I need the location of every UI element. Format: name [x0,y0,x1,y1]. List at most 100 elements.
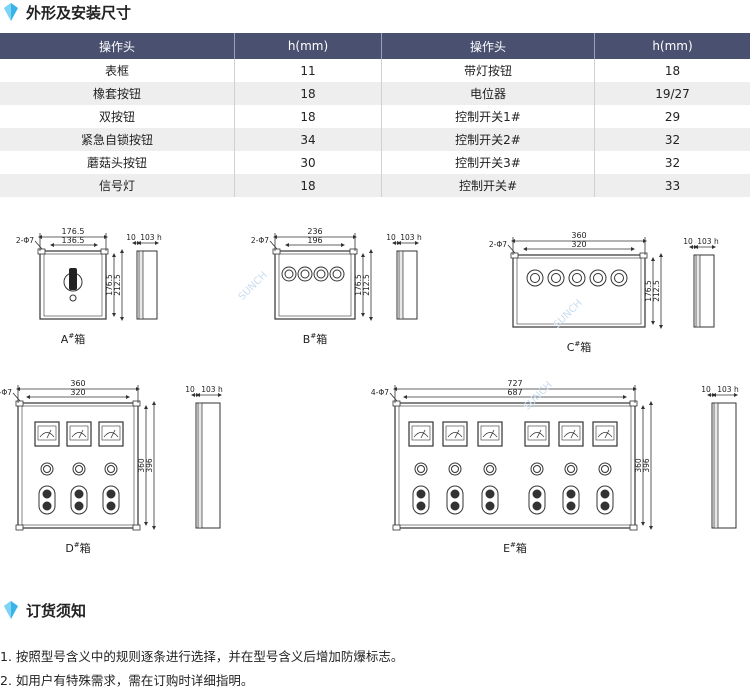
box-label: A#箱 [61,332,85,346]
dimension-label: 176.5 [62,227,85,236]
cell: 11 [235,59,382,82]
line [35,241,42,249]
outline [139,251,143,319]
circle [107,502,115,510]
cell: 控制开关1# [382,105,595,128]
dimension-label: 2-Φ7 [16,236,34,245]
outline [640,253,647,258]
cell: 18 [235,105,382,128]
line [390,393,397,401]
diamond-icon [2,600,20,620]
outline [38,249,45,254]
circle [527,270,543,286]
diamond-icon [2,2,20,22]
cell: 紧急自锁按钮 [0,128,235,151]
dimension-label: 4-Φ7 [371,388,389,397]
circle [567,490,575,498]
box-label: D#箱 [65,541,90,555]
cell: 29 [595,105,750,128]
box-suffix: 箱 [316,332,327,346]
outline [16,525,23,530]
outline [511,253,518,258]
dimension-label: 212.5 [652,280,661,302]
cell: 双按钮 [0,105,235,128]
cell: 18 [235,174,382,197]
dimension-label: 212.5 [113,274,122,296]
dimension-label: 396 [145,458,154,473]
outline [350,249,357,254]
outline [198,403,202,528]
section-header-dimensions: 外形及安装尺寸 [0,0,131,24]
cell: 33 [595,174,750,197]
circle [330,267,344,281]
circle [486,490,494,498]
cell: 表框 [0,59,235,82]
cell: 信号灯 [0,174,235,197]
box-suffix: 箱 [80,541,91,555]
cell: 30 [235,151,382,174]
circle [107,490,115,498]
circle [41,463,53,475]
dimension-label: 136.5 [62,236,85,245]
circle [565,463,577,475]
dimension-label: 320 [70,388,85,397]
dimension-label: 103 h [140,233,162,242]
cell: 32 [595,151,750,174]
dimension-label: 320 [571,240,586,249]
outline [696,255,700,327]
cell: 橡套按钮 [0,82,235,105]
outline [714,403,718,528]
dimension-label: 360 [571,231,586,240]
cell: 18 [235,82,382,105]
line [13,393,20,401]
outline [133,401,140,406]
table-header-row: 操作头 h(mm) 操作头 h(mm) [0,33,750,59]
circle [451,502,459,510]
dimension-label: 396 [642,458,651,473]
outline [133,525,140,530]
cell: 32 [595,128,750,151]
circle [449,463,461,475]
order-note-2: 2. 如用户有特殊需求，需在订购时详细指明。 [0,670,253,689]
dimension-label: 10 [386,233,396,242]
column-header: 操作头 [0,33,235,59]
dimension-label: 212.5 [362,274,371,296]
dimension-label: 103 h [201,385,223,394]
dimension-label: 2-Φ7 [489,240,507,249]
circle [75,490,83,498]
circle [601,502,609,510]
circle [314,267,328,281]
watermark: SUNCH [237,270,270,303]
circle [548,270,564,286]
circle [75,502,83,510]
dimension-label: 103 h [697,237,719,246]
circle [486,502,494,510]
dimension-label: 236 [307,227,322,236]
circle [601,490,609,498]
circle [73,463,85,475]
dimension-label: 687 [507,388,522,397]
dimension-label: 103 h [717,385,739,394]
cell: 34 [235,128,382,151]
dimension-label: 360 [70,379,85,388]
circle [105,463,117,475]
cell: 带灯按钮 [382,59,595,82]
circle [533,502,541,510]
line [270,241,277,249]
outline [273,249,280,254]
circle [533,490,541,498]
circle [415,463,427,475]
dimension-label: 10 [126,233,136,242]
outline [630,401,637,406]
outline [513,255,645,327]
outline [399,251,403,319]
section-header-order: 订货须知 [0,598,86,622]
section-title-dimensions: 外形及安装尺寸 [26,2,131,23]
column-header: h(mm) [235,33,382,59]
box-suffix: 箱 [580,340,591,354]
box-label: E#箱 [503,541,527,555]
